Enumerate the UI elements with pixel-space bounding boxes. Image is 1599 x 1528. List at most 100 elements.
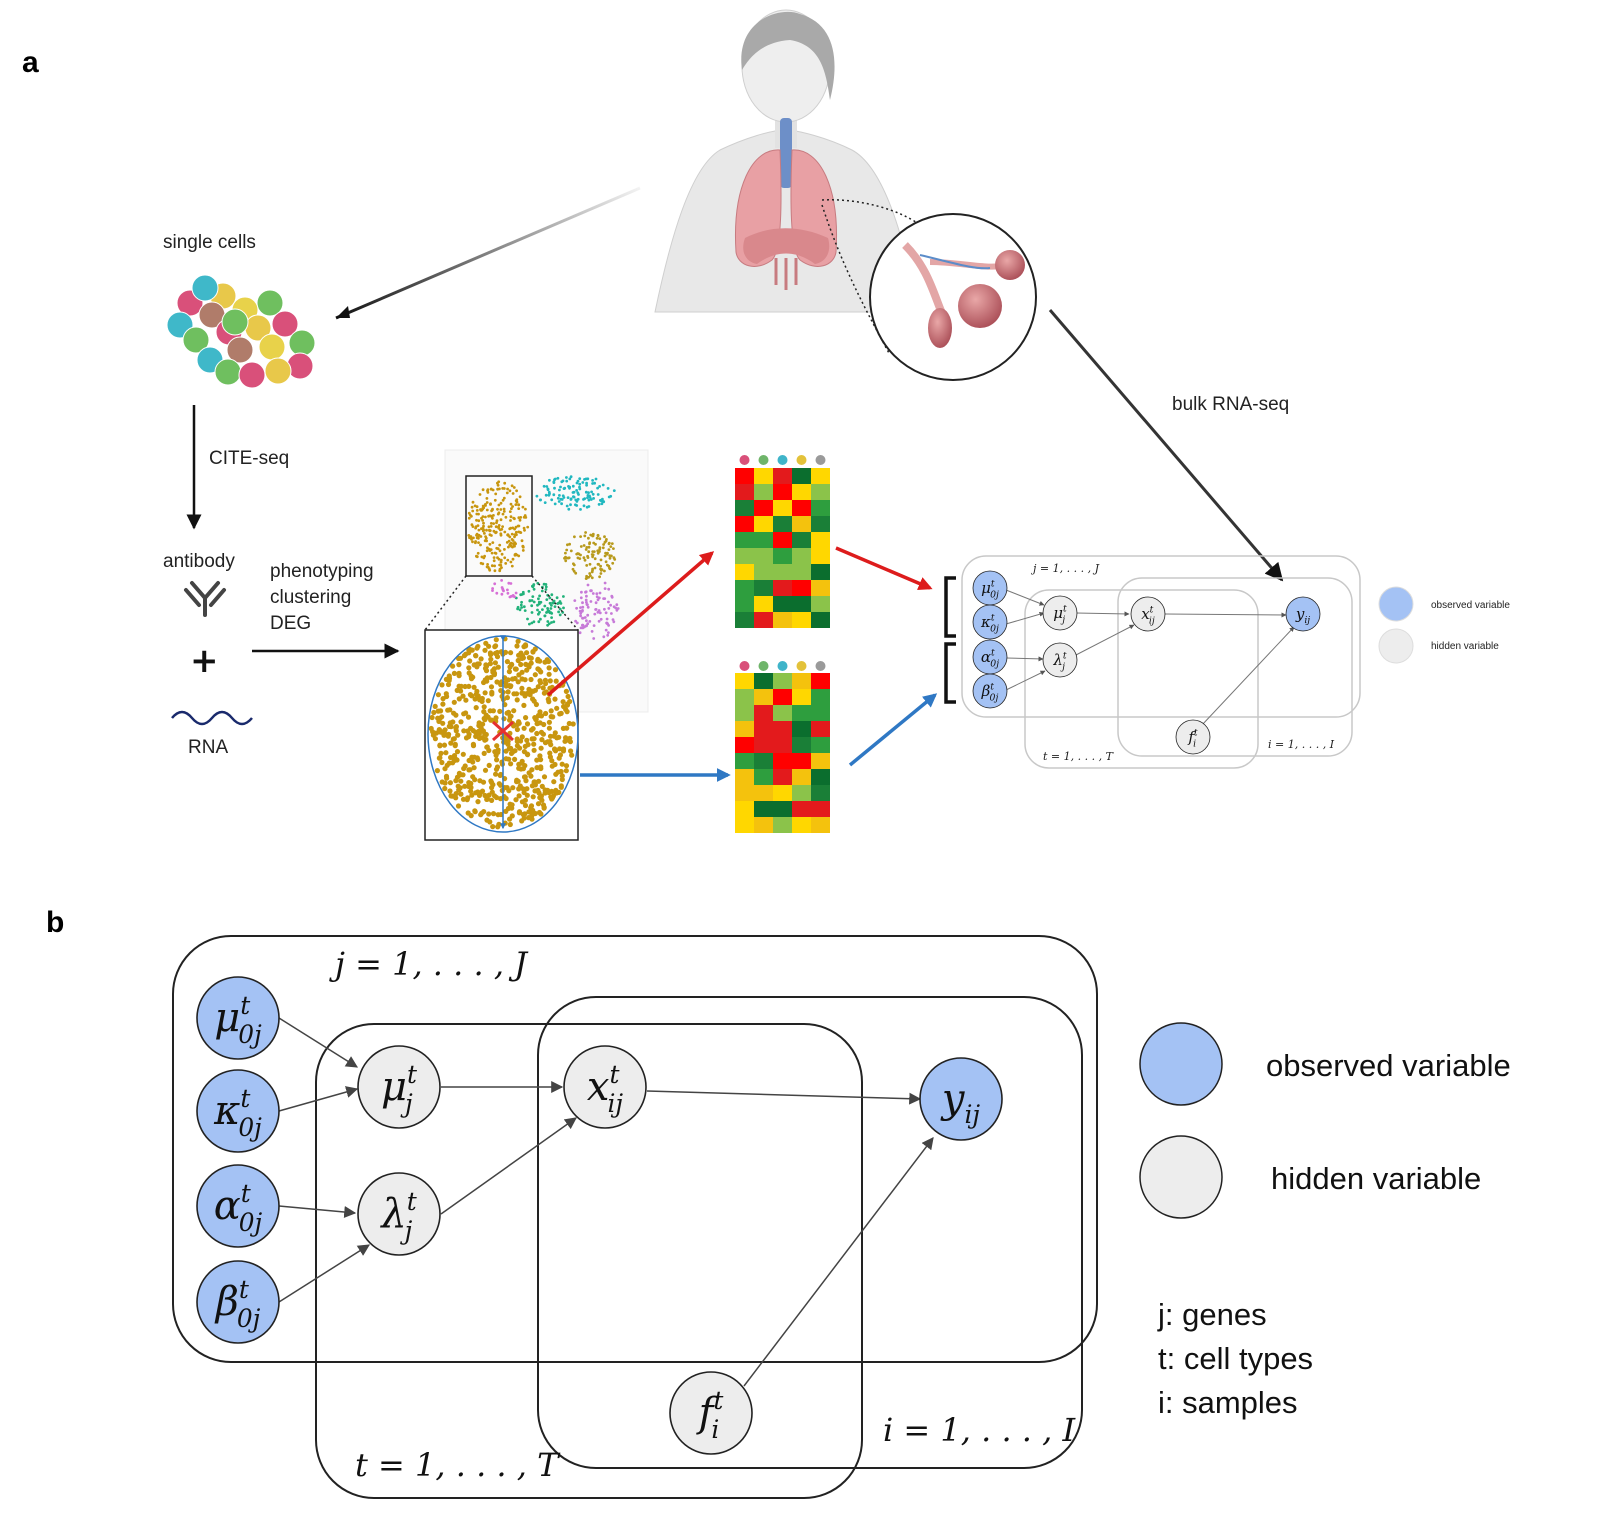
heatmap-column-dot [739, 661, 750, 671]
tsne-point [585, 481, 588, 485]
cluster-point [466, 767, 472, 773]
cluster-point [497, 708, 503, 715]
cluster-point [467, 646, 473, 652]
cell-sphere [264, 357, 292, 385]
tsne-point [578, 482, 582, 486]
tsne-point [559, 485, 562, 489]
heatmap-cell [792, 721, 811, 737]
cluster-point [481, 750, 487, 757]
cluster-point [443, 773, 450, 779]
tsne-point [592, 541, 596, 545]
heatmap-cell [754, 769, 773, 785]
tsne-point [479, 508, 482, 511]
tsne-point [499, 508, 503, 511]
tsne-point [508, 595, 512, 599]
tsne-point [585, 483, 588, 487]
cluster-point [563, 688, 570, 695]
tsne-point [492, 529, 496, 533]
tsne-point [581, 601, 584, 605]
cluster-point [495, 664, 501, 670]
rna-wave-icon [171, 710, 253, 726]
tsne-point [512, 516, 516, 520]
mini-graphical-model: j = 1, . . . , J t = 1, . . . , T i = 1,… [961, 555, 1510, 769]
heatmap-cell [773, 673, 792, 689]
tsne-point [506, 558, 510, 562]
tsne-point [481, 529, 485, 533]
tsne-point [516, 605, 520, 609]
cluster-point [559, 761, 565, 767]
cluster-point [475, 643, 481, 650]
mini-plate-label-celltypes: t = 1, . . . , T [1043, 750, 1115, 763]
human-body-illustration [654, 9, 919, 313]
heatmap-cell [754, 484, 773, 500]
label-rna: RNA [188, 737, 228, 758]
cluster-point [557, 711, 563, 717]
tsne-point [576, 556, 580, 560]
edge-beta0-lambda [278, 1244, 371, 1303]
tsne-point [485, 497, 489, 500]
heatmap-cell [792, 737, 811, 753]
heatmap-cell [735, 484, 754, 500]
cluster-point [565, 693, 571, 700]
heatmap-cell [811, 817, 830, 833]
cluster-point [546, 719, 553, 725]
tsne-point [522, 605, 526, 609]
tsne-point [585, 594, 588, 598]
tsne-point [550, 593, 554, 597]
tsne-point [467, 516, 471, 520]
heatmap-cell [754, 516, 773, 532]
heatmap-cell [811, 516, 830, 532]
tsne-point [592, 637, 596, 640]
tsne-point [587, 505, 591, 508]
tsne-point [537, 620, 541, 624]
cluster-point [455, 732, 461, 738]
tsne-point [495, 519, 499, 523]
tsne-point [582, 544, 586, 547]
heatmap-cell [773, 548, 792, 564]
cluster-point [438, 750, 444, 757]
heatmap-cell [754, 721, 773, 737]
tsne-point [532, 587, 536, 591]
tsne-point [600, 502, 604, 506]
tsne-point [507, 581, 511, 585]
tsne-point [495, 591, 499, 595]
tsne-point [493, 551, 497, 555]
heatmap-cell [735, 580, 754, 596]
cluster-point [508, 650, 514, 656]
tsne-point [480, 527, 483, 531]
tsne-point [509, 526, 513, 530]
cell-sphere [182, 326, 210, 354]
cluster-point [471, 765, 477, 771]
cluster-point [526, 689, 532, 695]
tsne-point [501, 487, 505, 490]
cluster-point [453, 795, 459, 801]
heatmap-cell [773, 612, 792, 628]
svg-text:yij: yij [940, 1076, 981, 1129]
cluster-point [456, 770, 462, 777]
label-cite-seq: CITE-seq [209, 448, 289, 469]
cluster-point [542, 740, 549, 746]
cluster-point [494, 757, 500, 763]
cluster-point [529, 767, 535, 773]
tsne-point [612, 620, 616, 624]
cluster-point [440, 696, 446, 702]
tsne-point [579, 596, 583, 600]
tsne-point [486, 489, 489, 493]
tsne-point [506, 591, 510, 595]
tsne-point [519, 603, 523, 607]
tsne-point [473, 504, 477, 508]
tsne-point [542, 582, 546, 586]
cluster-point [484, 796, 491, 802]
cluster-point [516, 786, 522, 792]
tsne-point [523, 528, 526, 532]
heatmap-cell [773, 817, 792, 833]
tsne-point [491, 589, 494, 592]
tsne-point [571, 484, 575, 488]
cluster-point [516, 652, 522, 658]
cluster-point [473, 705, 479, 711]
cluster-point [535, 801, 542, 807]
